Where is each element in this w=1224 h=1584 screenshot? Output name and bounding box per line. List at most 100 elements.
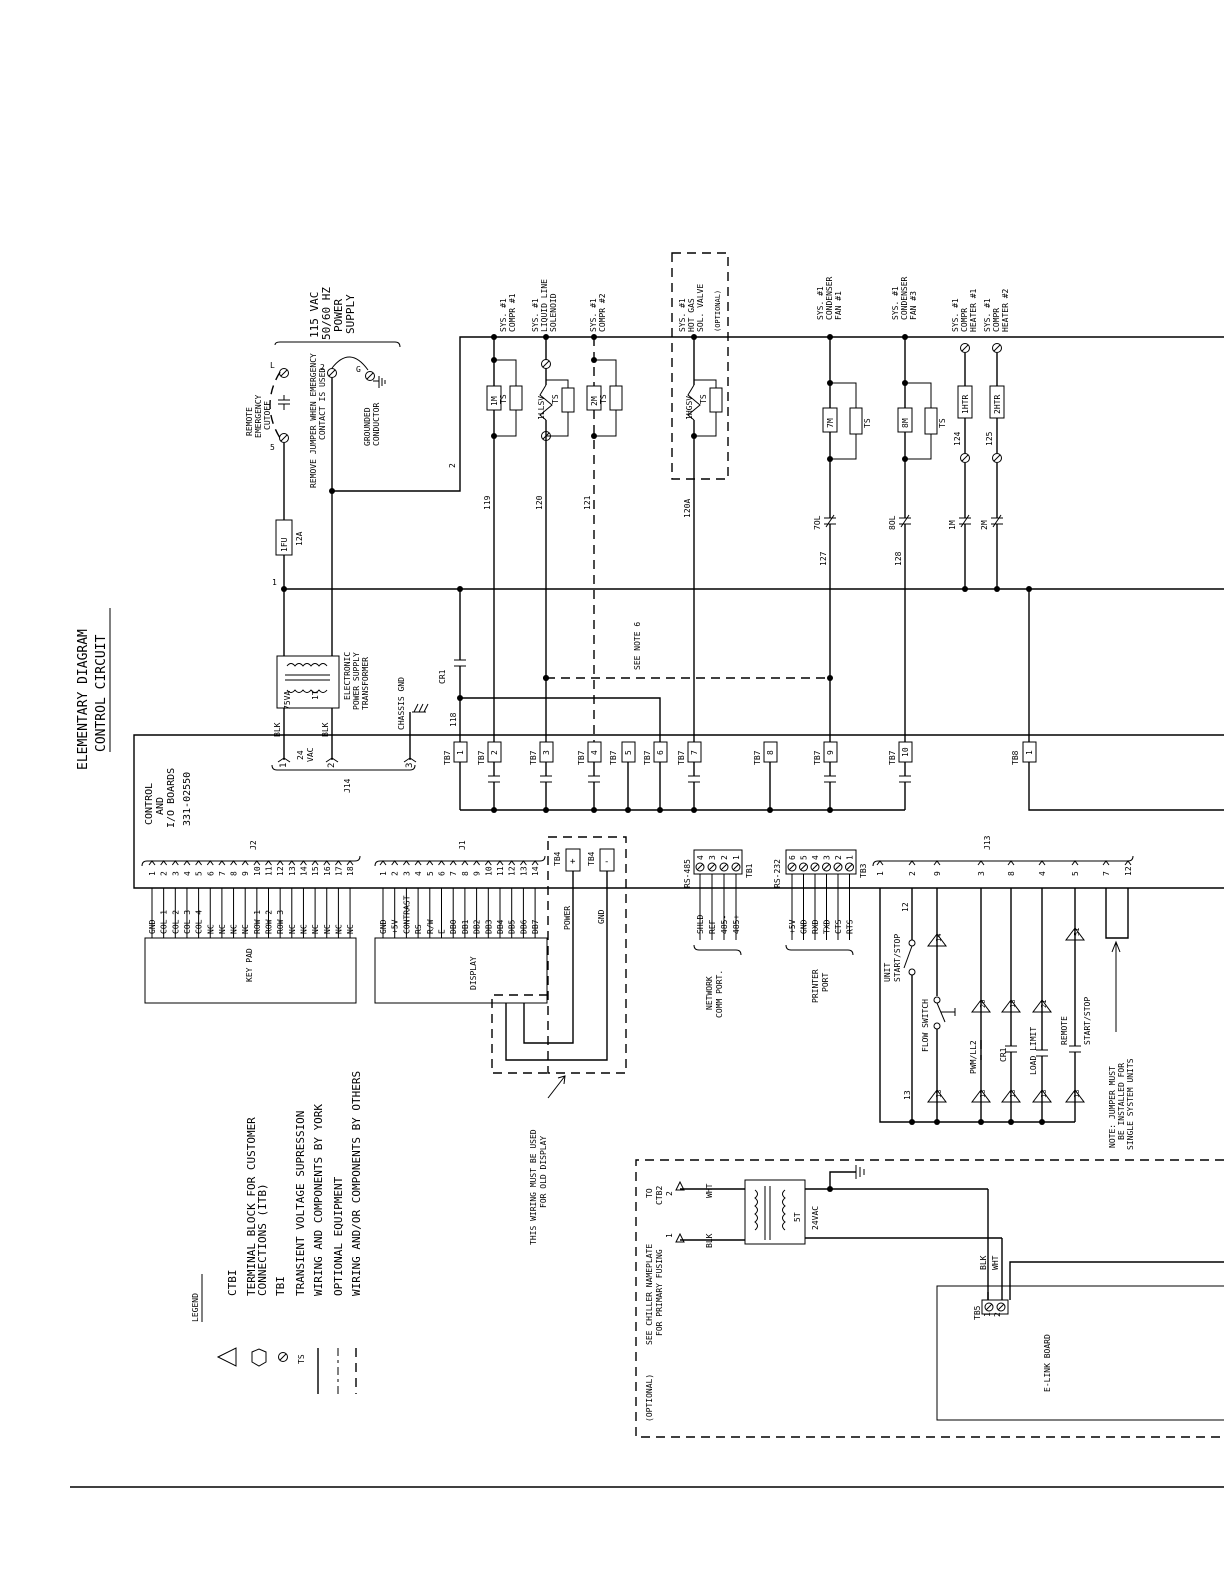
load-3-line-1: SYS. #1 — [589, 298, 598, 332]
load-limit-label: LOAD LIMIT — [1029, 1027, 1038, 1075]
load-7-line-1: SYS. #1 — [951, 298, 960, 332]
j2-pin-arrow — [346, 860, 354, 866]
svg-text:13: 13 — [935, 1090, 943, 1098]
wire-label-120: 120 — [535, 495, 544, 510]
load-2-line-2: LIQUID LINE — [540, 279, 549, 332]
rs485-pin-2: 2 — [720, 855, 729, 860]
svg-text:5: 5 — [624, 750, 633, 755]
fuse-id: 1FU — [280, 537, 289, 552]
ts-2m: TS — [599, 394, 608, 404]
j1-signal: CONTRAST — [402, 895, 411, 934]
load-1-line-2: COMPR #1 — [508, 293, 517, 332]
load-8-line-2: COMPR — [992, 308, 1001, 332]
old-display-box — [547, 836, 627, 1074]
tb7-1: TB7 1 — [443, 741, 468, 765]
opt-line-3: FOR PRIMARY FUSING — [655, 1249, 664, 1336]
rs485-screw — [695, 862, 705, 872]
j13-pin-arrow — [908, 860, 916, 866]
supply-line-2: 50/60 HZ — [320, 287, 333, 340]
j13-pin-arrow — [1102, 860, 1110, 866]
board-line-3: I/O BOARDS — [166, 768, 177, 828]
j2-signal: NC — [346, 924, 355, 934]
j13-label: J13 — [983, 835, 992, 850]
j13-pin-arrow — [1071, 860, 1079, 866]
tb7-3: TB7 3 — [529, 741, 554, 765]
tb7-8: TB7 8 — [753, 741, 778, 765]
cutoff-line-3: CUTOFF — [263, 401, 272, 430]
rs485-signal: 485+ — [732, 915, 741, 934]
display-box — [374, 937, 548, 1004]
j2-pin-arrow — [206, 860, 214, 866]
j14-vac-1: 24 — [296, 750, 305, 760]
load-5-line-2: CONDENSER — [825, 276, 834, 320]
chassis-gnd: CHASSIS GND — [397, 677, 406, 730]
j2-pin-18: 18 — [346, 866, 355, 876]
svg-text:20: 20 — [979, 1000, 987, 1008]
j1-signal: DB0 — [449, 919, 458, 934]
opt-blk-2: BLK — [979, 1255, 988, 1270]
terminal-g — [365, 371, 375, 381]
load-hgsv: SYS. #1 HOT GAS SOL. VALVE (OPTIONAL) 1H… — [671, 252, 729, 742]
wire-label-2: 2 — [448, 463, 457, 468]
rs485-port-2: COMM PORT. — [715, 970, 724, 1018]
svg-text:7: 7 — [690, 750, 699, 755]
svg-text:TB7: TB7 — [477, 750, 486, 765]
rs232-screw — [833, 862, 843, 872]
j2-pin-15: 15 — [311, 866, 320, 876]
j13-pin-arrow — [876, 860, 884, 866]
svg-text:9: 9 — [826, 750, 835, 755]
j1-signal: DB5 — [508, 919, 517, 934]
j2-pin-arrow — [311, 860, 319, 866]
j2-pin-arrow — [253, 860, 261, 866]
svg-text:6: 6 — [656, 750, 665, 755]
rs232-tb: TB3 — [859, 863, 868, 878]
load-fan3: SYS. #1 CONDENSER FAN #3 8M TS 8OL 128 — [888, 276, 947, 742]
svg-text:TB7: TB7 — [609, 750, 618, 765]
j2-signal: COL 4 — [195, 910, 204, 934]
ts-7m: TS — [863, 418, 872, 428]
j13-pin-2: 2 — [908, 871, 917, 876]
ts-1m: TS — [499, 394, 508, 404]
svg-text:TB7: TB7 — [643, 750, 652, 765]
opt-to-1: TO — [645, 1188, 654, 1198]
unit-label-2: START/STOP — [893, 934, 902, 982]
j2-pin-16: 16 — [323, 866, 332, 876]
svg-text:3: 3 — [542, 750, 551, 755]
j2-pin-arrow — [265, 860, 272, 866]
tb8-1: TB8 1 — [1011, 741, 1037, 765]
j1-label: J1 — [458, 840, 467, 850]
cutoff-line-2: EMERGENCY — [254, 394, 263, 438]
j2-pin-11: 11 — [265, 866, 274, 876]
transformer-id: 1T — [311, 690, 320, 700]
rs485-signal: SHLD — [696, 915, 705, 934]
tvs-bus — [459, 762, 1224, 813]
load-7-line-3: HEATER #1 — [969, 288, 978, 332]
svg-text:14: 14 — [935, 934, 943, 942]
wire-label-g: G — [356, 365, 361, 374]
j2-signal: ROW 3 — [276, 910, 285, 934]
j2-pin-10: 10 — [253, 866, 262, 876]
load-5-line-1: SYS. #1 — [816, 286, 825, 320]
legend-desc-5: OPTIONAL EQUIPMENT — [332, 1176, 345, 1296]
wire-label-1: 1 — [272, 578, 277, 587]
j13-w13: 13 — [903, 1090, 912, 1100]
rs485-signal: REF — [708, 919, 717, 934]
load-heaters: SYS. #1 COMPR HEATER #1 SYS. #1 COMPR HE… — [948, 288, 1030, 742]
j14-pin-3: 3 — [405, 763, 415, 768]
opt-tb5: TB5 — [973, 1305, 982, 1320]
opt-p2: 2 — [665, 1191, 674, 1196]
terminal-block-tb7: TB7 1 TB7 2 TB7 3 TB7 4 TB7 5 TB7 6 — [443, 741, 1224, 813]
remote-label-2: START/STOP — [1083, 997, 1092, 1045]
j1-pin-7: 7 — [449, 871, 458, 876]
j14-label: J14 — [343, 778, 352, 793]
ts-8m: TS — [938, 418, 947, 428]
j1-pin-arrow — [496, 860, 504, 866]
rs232-pin-6: 6 — [788, 855, 797, 860]
j1-pin-arrow — [484, 860, 492, 866]
svg-text:4: 4 — [590, 750, 599, 755]
grounded-line-2: CONDUCTOR — [372, 402, 381, 446]
connector-j1: J1 1GND2+5V3CONTRAST4RS5R/W6E7DB08DB19DB… — [374, 840, 548, 1004]
control-board: CONTROL AND I/O BOARDS 331-02550 — [133, 734, 1224, 889]
j1-pin-arrow — [461, 860, 469, 866]
